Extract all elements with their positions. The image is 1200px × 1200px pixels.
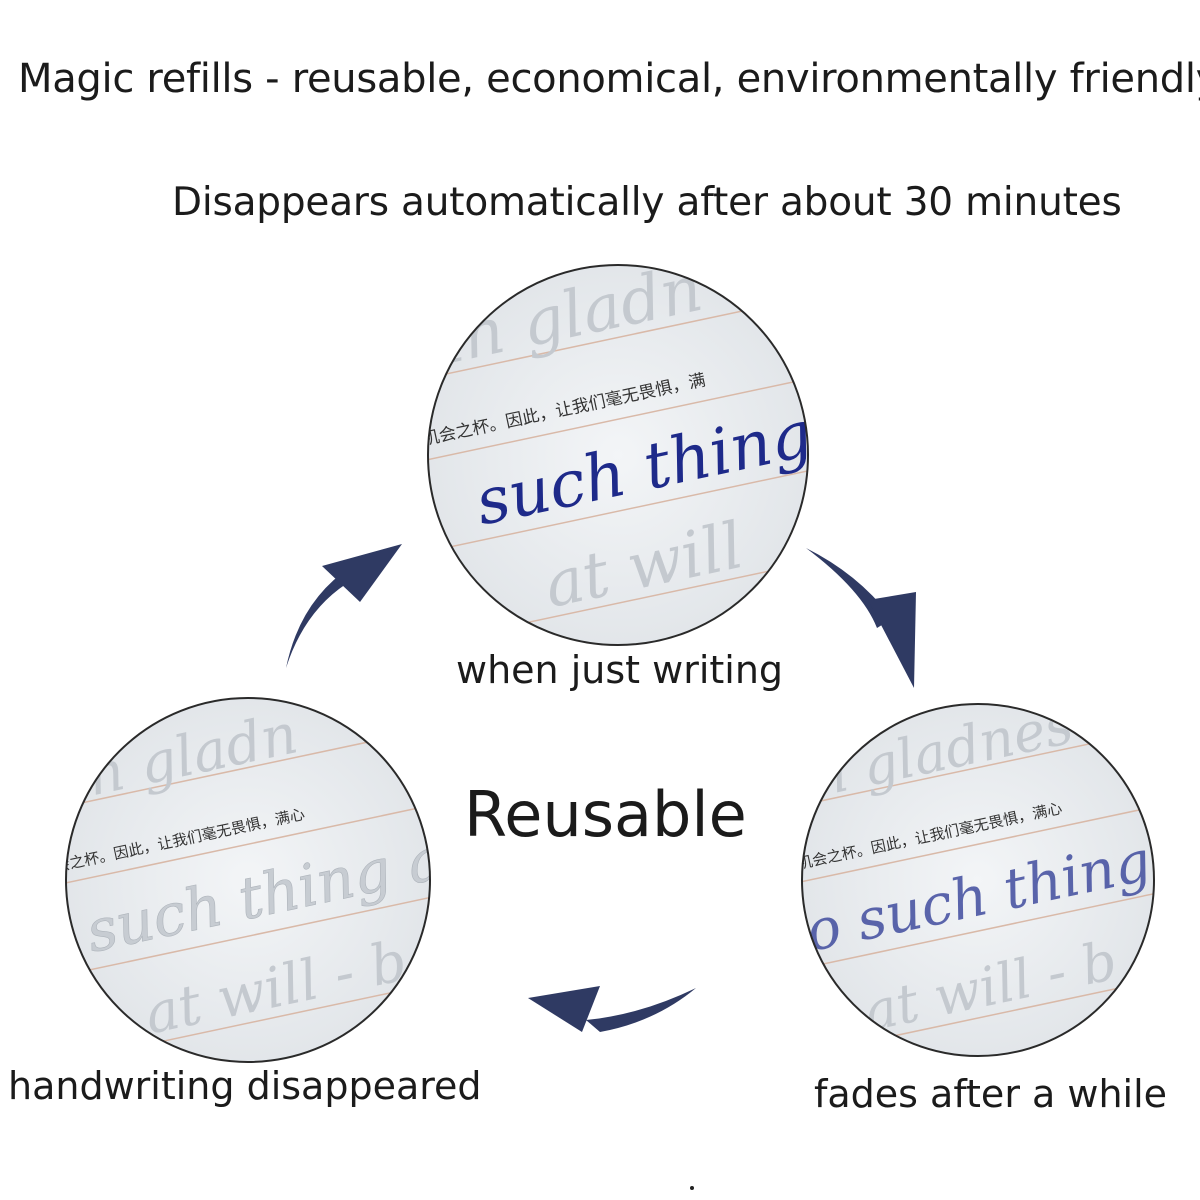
subheadline: Disappears automatically after about 30 … — [172, 180, 1122, 225]
caption-top: when just writing — [456, 648, 784, 692]
arrow-left-to-top — [286, 544, 402, 668]
caption-left: handwriting disappeared — [8, 1064, 482, 1108]
dot-mark — [690, 1186, 694, 1190]
sample-circle-right: in gladnes 是机会之杯。因此，让我们毫无畏惧，满心 o such th… — [769, 693, 1187, 1057]
arrow-right-to-left — [528, 986, 696, 1032]
arrow-top-to-right — [806, 548, 916, 688]
headline: Magic refills - reusable, economical, en… — [18, 56, 1200, 102]
sample-circle-top: in gladn 机会之杯。因此，让我们毫无畏惧，满 such thing at… — [392, 252, 844, 648]
center-label: Reusable — [464, 778, 747, 851]
sample-circle-left: in gladn 会之杯。因此，让我们毫无畏惧，满心 such thing a … — [32, 697, 464, 1063]
caption-right: fades after a while — [814, 1072, 1168, 1116]
